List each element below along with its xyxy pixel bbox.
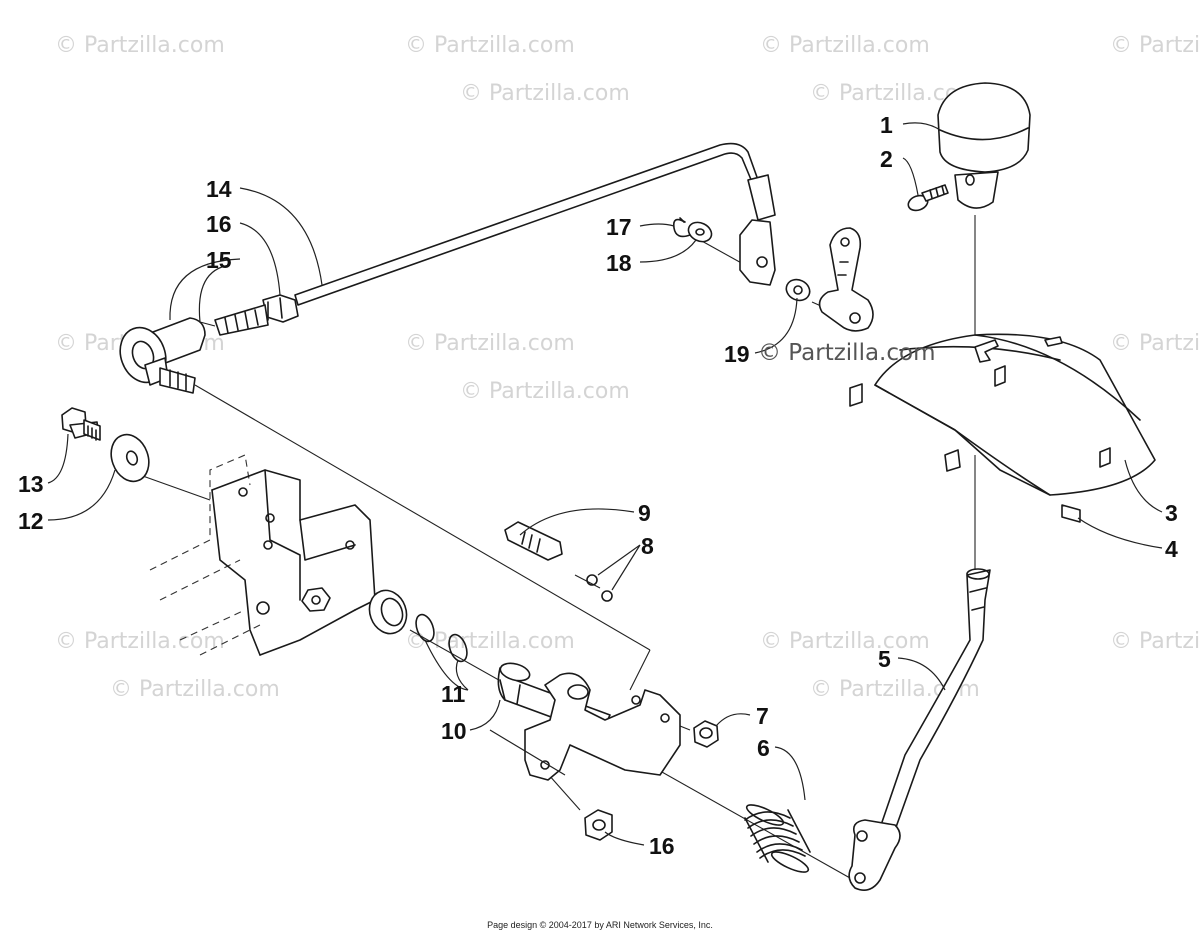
watermark: © Partzilla.com xyxy=(1110,33,1200,58)
callout-9: 9 xyxy=(638,500,651,526)
callout-19: 19 xyxy=(724,341,750,367)
part-6-spring xyxy=(744,804,811,873)
callout-13: 13 xyxy=(18,471,44,497)
callout-16: 16 xyxy=(649,833,675,859)
callout-5: 5 xyxy=(878,646,891,672)
callout-7: 7 xyxy=(756,703,769,729)
watermark: © Partzilla.com xyxy=(760,33,930,58)
footer-copyright: Page design © 2004-2017 by ARI Network S… xyxy=(487,920,713,930)
callout-14: 14 xyxy=(206,176,232,202)
leader-lines xyxy=(47,122,1163,846)
callout-1: 1 xyxy=(880,112,893,138)
watermark: © Partzilla.com xyxy=(460,379,630,404)
part-18-washer xyxy=(687,221,713,243)
part-19-washer-linkage xyxy=(785,227,874,332)
watermark: © Partzilla.com xyxy=(55,629,225,654)
part-2-screw xyxy=(907,184,949,212)
watermark: © Partzilla.com xyxy=(1110,629,1200,654)
watermark-overlay: © Partzilla.com xyxy=(758,340,936,366)
frame-bracket xyxy=(149,454,408,656)
watermark: © Partzilla.com xyxy=(1110,331,1200,356)
part-16-nut-rod xyxy=(267,297,283,321)
part-4-cover-clip xyxy=(1061,504,1081,523)
callout-17: 17 xyxy=(606,214,632,240)
part-12-washer xyxy=(110,433,150,483)
part-9-bolt xyxy=(504,521,563,561)
watermark: © Partzilla.com xyxy=(405,33,575,58)
part-8-o-rings xyxy=(586,574,613,602)
watermark: © Partzilla.com xyxy=(55,33,225,58)
callout-6: 6 xyxy=(757,735,770,761)
part-10-shift-shaft xyxy=(497,662,681,781)
part-17-e-clip xyxy=(672,217,691,238)
callout-12: 12 xyxy=(18,508,44,534)
callout-10: 10 xyxy=(441,718,467,744)
callout-labels: 1 2 3 4 5 6 7 8 9 10 11 12 13 14 15 16 1… xyxy=(18,112,1178,859)
watermark: © Partzilla.com xyxy=(110,677,280,702)
part-14-shift-rod xyxy=(214,142,776,336)
callout-4: 4 xyxy=(1165,536,1178,562)
watermark-layer: © Partzilla.com © Partzilla.com © Partzi… xyxy=(55,33,1200,702)
watermark: © Partzilla.com xyxy=(460,81,630,106)
part-11-o-rings xyxy=(415,613,468,663)
part-5-shift-lever xyxy=(848,568,991,891)
callout-8: 8 xyxy=(641,533,654,559)
callout-3: 3 xyxy=(1165,500,1178,526)
callout-2: 2 xyxy=(880,146,893,172)
part-3-shift-cover xyxy=(849,333,1156,496)
watermark: © Partzilla.com xyxy=(405,331,575,356)
part-16-nut-lower xyxy=(584,809,613,841)
callout-15: 15 xyxy=(206,247,232,273)
callout-18: 18 xyxy=(606,250,632,276)
part-13-flange-bolt xyxy=(61,407,101,441)
part-7-nut xyxy=(693,720,719,748)
callout-16: 16 xyxy=(206,211,232,237)
part-1-shift-knob xyxy=(937,82,1031,209)
part-15-ball-joint xyxy=(119,317,206,394)
callout-11: 11 xyxy=(441,681,466,707)
watermark: © Partzilla.com xyxy=(760,629,930,654)
